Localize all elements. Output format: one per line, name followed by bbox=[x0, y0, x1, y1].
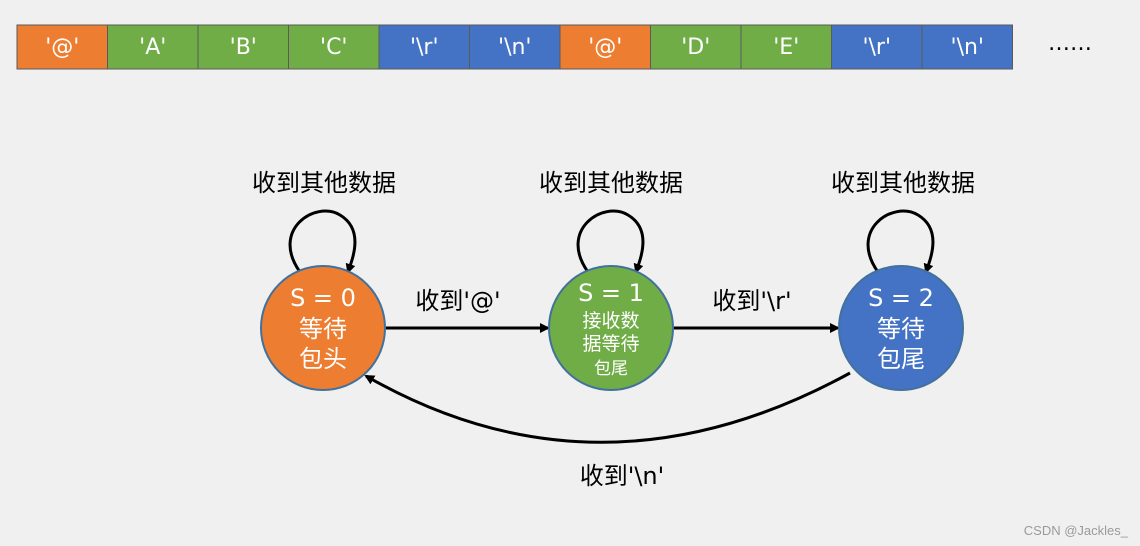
self-loop-label-s0: 收到其他数据 bbox=[252, 169, 396, 197]
state-s0: S = 0 等待 包头 bbox=[260, 265, 386, 391]
sequence-cell-text: 'D' bbox=[681, 35, 710, 60]
sequence-cell: '\r' bbox=[831, 24, 923, 70]
sequence-cell-text: 'E' bbox=[773, 35, 799, 60]
sequence-cell-text: '\r' bbox=[410, 35, 439, 60]
state-s1-title: S = 1 bbox=[578, 279, 644, 307]
sequence-cell: '\n' bbox=[469, 24, 561, 70]
state-s0-line: 等待 bbox=[299, 315, 347, 343]
sequence-ellipsis: …… bbox=[1048, 31, 1092, 56]
state-s2: S = 2 等待 包尾 bbox=[838, 265, 964, 391]
state-s2-title: S = 2 bbox=[868, 284, 934, 312]
sequence-cell: '@' bbox=[16, 24, 108, 70]
self-loop-arrow-s0 bbox=[288, 209, 357, 274]
transition-label-s0-s1: 收到'@' bbox=[415, 287, 500, 315]
watermark: CSDN @Jackles_ bbox=[1023, 523, 1128, 538]
sequence-cell-text: '@' bbox=[45, 35, 79, 60]
self-loop-label-s2: 收到其他数据 bbox=[831, 169, 975, 197]
sequence-cell: '\n' bbox=[921, 24, 1013, 70]
state-s0-line: 包头 bbox=[299, 345, 347, 373]
state-s1-line: 接收数 bbox=[582, 310, 639, 332]
transition-arrow-s2-s0 bbox=[364, 371, 851, 444]
sequence-cell-text: 'A' bbox=[139, 35, 166, 60]
self-loop-arrow-s2 bbox=[866, 209, 935, 274]
sequence-cell: 'C' bbox=[288, 24, 380, 70]
state-s1-line: 包尾 bbox=[594, 359, 628, 379]
state-s2-line: 包尾 bbox=[877, 345, 925, 373]
byte-sequence: '@' 'A' 'B' 'C' '\r' '\n' '@' 'D' bbox=[16, 24, 1092, 70]
sequence-cell: '@' bbox=[559, 24, 651, 70]
state-s1: S = 1 接收数 据等待 包尾 bbox=[548, 265, 674, 391]
sequence-cell: 'E' bbox=[740, 24, 832, 70]
transition-label-s1-s2: 收到'\r' bbox=[712, 287, 791, 315]
sequence-cell-text: '\r' bbox=[862, 35, 891, 60]
state-s0-title: S = 0 bbox=[290, 284, 356, 312]
self-loop-arrow-s1 bbox=[576, 209, 645, 274]
sequence-cell: 'D' bbox=[650, 24, 742, 70]
state-s1-line: 据等待 bbox=[582, 333, 639, 355]
state-s2-line: 等待 bbox=[877, 315, 925, 343]
sequence-cell-text: '@' bbox=[588, 35, 622, 60]
sequence-cell-text: '\n' bbox=[951, 35, 984, 60]
sequence-cell-text: '\n' bbox=[498, 35, 531, 60]
sequence-cell: '\r' bbox=[378, 24, 470, 70]
self-loop-label-s1: 收到其他数据 bbox=[539, 169, 683, 197]
sequence-cell-text: 'C' bbox=[320, 35, 347, 60]
sequence-cell: 'A' bbox=[107, 24, 199, 70]
transition-label-s2-s0: 收到'\n' bbox=[580, 462, 665, 490]
sequence-cell: 'B' bbox=[197, 24, 289, 70]
sequence-cell-text: 'B' bbox=[230, 35, 257, 60]
